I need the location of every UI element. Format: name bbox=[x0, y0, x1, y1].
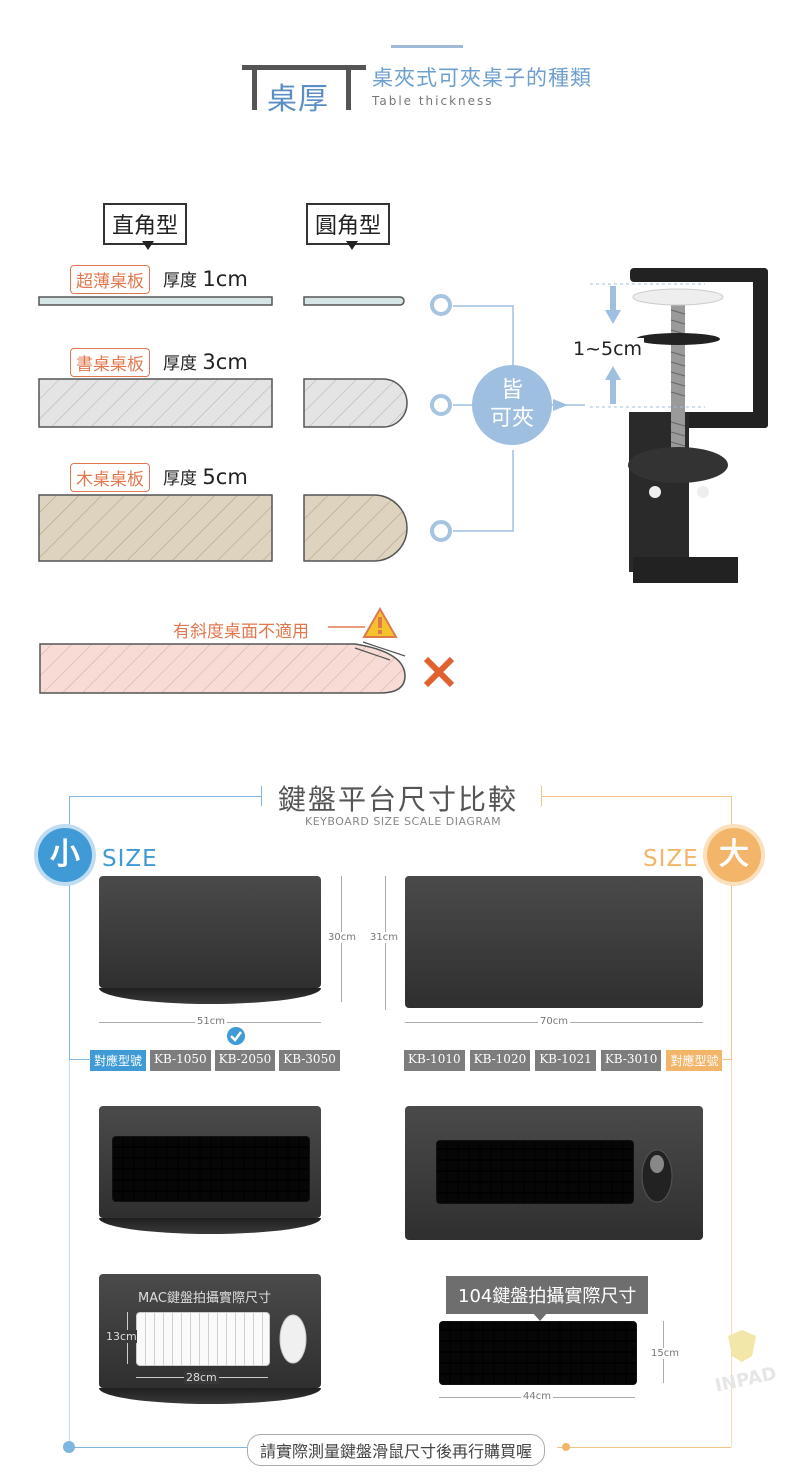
small-tray-lip bbox=[99, 1218, 321, 1234]
arrow-down-icon bbox=[142, 241, 154, 250]
warning-text: 有斜度桌面不適用 bbox=[173, 622, 309, 642]
keyboard-image bbox=[112, 1136, 310, 1202]
frame-line bbox=[69, 796, 70, 826]
board-desk-square bbox=[38, 378, 273, 428]
k104-height-dim: 15cm bbox=[651, 1348, 679, 1359]
large-models-label: 對應型號 bbox=[666, 1050, 723, 1071]
kb-section-title: 鍵盤平台尺寸比較 bbox=[278, 783, 519, 816]
mac-keyboard-image bbox=[136, 1312, 270, 1366]
table-icon-leg-left bbox=[252, 65, 257, 110]
check-icon bbox=[227, 1027, 245, 1045]
board-desk-round bbox=[303, 378, 408, 428]
k104-caption: 104鍵盤拍攝實際尺寸 bbox=[446, 1276, 649, 1314]
shape-round-label: 圓角型 bbox=[306, 203, 391, 245]
frame-line bbox=[69, 884, 70, 1059]
frame-dot bbox=[562, 1443, 570, 1451]
mac-height-dim: 13cm bbox=[106, 1330, 137, 1343]
boards-diagram bbox=[38, 296, 585, 694]
shape-square-label: 直角型 bbox=[103, 203, 188, 245]
small-size-label: SIZE bbox=[102, 846, 158, 872]
bubble-line-2: 可夾 bbox=[489, 406, 534, 431]
board-tag: 木桌桌板 bbox=[70, 463, 150, 492]
small-models-label: 對應型號 bbox=[90, 1050, 147, 1071]
bubble-line-1: 皆 bbox=[500, 378, 523, 403]
header-accent-bar bbox=[391, 45, 463, 48]
header-english: Table thickness bbox=[372, 94, 494, 108]
large-size-badge: 大 bbox=[707, 828, 761, 882]
cross-icon bbox=[423, 656, 455, 688]
large-tray-image bbox=[405, 876, 703, 1008]
k104-width-dim: 44cm bbox=[521, 1391, 553, 1402]
small-tray-image bbox=[99, 876, 321, 988]
clamp-range: 1~5cm bbox=[571, 338, 645, 360]
purchase-note: 請實際測量鍵盤滑鼠尺寸後再行購買喔 bbox=[247, 1434, 546, 1466]
model-tag: KB-1020 bbox=[469, 1050, 531, 1071]
frame-line bbox=[69, 1060, 70, 1447]
mac-caption: MAC鍵盤拍攝實際尺寸 bbox=[138, 1291, 271, 1306]
ring-marker bbox=[430, 520, 452, 542]
frame-line bbox=[261, 786, 262, 806]
board-wood-round bbox=[303, 494, 408, 562]
logo-text: INPAD bbox=[713, 1363, 778, 1392]
mac-width-dim: 28cm bbox=[184, 1371, 219, 1384]
frame-line bbox=[69, 1059, 91, 1060]
board-thickness: 厚度 1cm bbox=[163, 267, 248, 291]
small-size-badge: 小 bbox=[38, 828, 92, 882]
large-size-label: SIZE bbox=[643, 846, 699, 872]
arrow-right-icon bbox=[553, 399, 568, 411]
inpad-logo: INPAD bbox=[713, 1330, 778, 1392]
callout-pointer-icon bbox=[532, 1312, 548, 1321]
frame-line bbox=[731, 1060, 732, 1447]
header-title: 桌厚 bbox=[267, 82, 329, 117]
kb-section-subtitle: KEYBOARD SIZE SCALE DIAGRAM bbox=[305, 815, 502, 828]
small-height-dim: 30cm bbox=[328, 932, 356, 943]
model-tag: KB-1021 bbox=[535, 1050, 596, 1071]
keyboard-image bbox=[436, 1140, 634, 1204]
clamp-image bbox=[590, 268, 768, 583]
frame-line bbox=[731, 796, 732, 826]
frame-line bbox=[69, 1447, 247, 1448]
frame-dot bbox=[63, 1441, 75, 1453]
mouse-icon bbox=[641, 1149, 673, 1203]
frame-line bbox=[69, 796, 262, 797]
compatible-bubble: 皆 可夾 bbox=[472, 365, 552, 445]
model-tag: KB-3010 bbox=[600, 1050, 662, 1071]
board-thin-round bbox=[303, 296, 405, 306]
header-subtitle: 桌夾式可夾桌子的種類 bbox=[372, 66, 592, 90]
frame-line bbox=[731, 884, 732, 1059]
mac-tray-lip bbox=[99, 1388, 321, 1404]
ring-marker bbox=[430, 294, 452, 316]
dim-line bbox=[385, 876, 386, 1010]
board-slanted bbox=[39, 643, 406, 694]
k104-keyboard-image bbox=[439, 1321, 637, 1385]
small-tray-lip bbox=[99, 988, 321, 1004]
model-tag: KB-3050 bbox=[279, 1050, 340, 1071]
board-tag: 書桌桌板 bbox=[70, 348, 150, 377]
frame-line bbox=[557, 1447, 731, 1448]
warning-icon bbox=[362, 607, 398, 638]
table-icon-leg-right bbox=[346, 65, 351, 110]
frame-line bbox=[541, 796, 732, 797]
arrow-down-icon bbox=[346, 241, 358, 250]
board-thickness: 厚度 5cm bbox=[163, 465, 248, 489]
ring-marker bbox=[430, 394, 452, 416]
board-thin-square bbox=[38, 296, 273, 306]
frame-line bbox=[708, 1059, 732, 1060]
small-width-dim: 51cm bbox=[195, 1016, 227, 1027]
board-thickness: 厚度 3cm bbox=[163, 350, 248, 374]
mouse-icon bbox=[279, 1314, 307, 1364]
small-models-row: 對應型號 KB-1050 KB-2050 KB-3050 bbox=[90, 1050, 340, 1071]
board-tag: 超薄桌板 bbox=[70, 265, 150, 294]
frame-line bbox=[541, 786, 542, 806]
large-models-row: KB-1010 KB-1020 KB-1021 KB-3010 對應型號 bbox=[404, 1050, 723, 1071]
model-tag: KB-1050 bbox=[150, 1050, 211, 1071]
large-height-dim: 31cm bbox=[370, 932, 398, 943]
table-icon-top bbox=[242, 65, 366, 70]
board-wood-square bbox=[38, 494, 273, 562]
large-width-dim: 70cm bbox=[538, 1016, 570, 1027]
model-tag: KB-1010 bbox=[404, 1050, 465, 1071]
model-tag: KB-2050 bbox=[214, 1050, 276, 1071]
